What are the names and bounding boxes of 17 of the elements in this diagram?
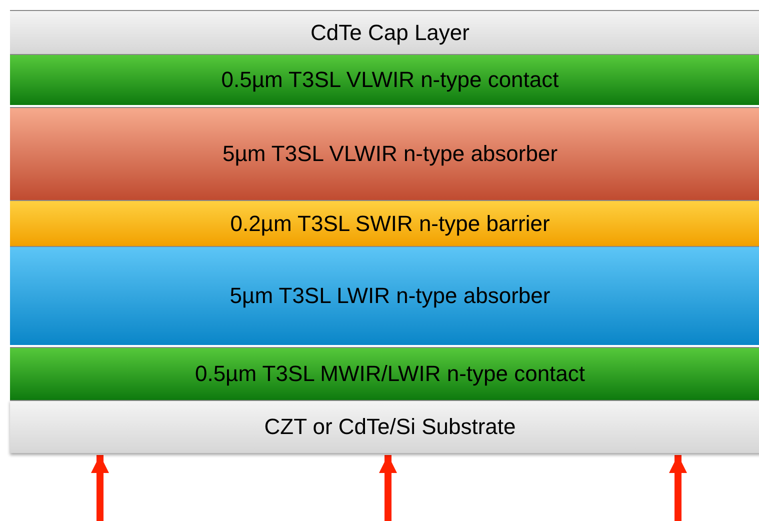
layer-band <box>10 347 759 400</box>
layer-band <box>10 54 759 105</box>
arrow <box>90 455 110 521</box>
layer-band <box>10 246 759 345</box>
layer-label: 5µm T3SL VLWIR n-type absorber <box>222 141 558 167</box>
layer-label: 0.5µm T3SL VLWIR n-type contact <box>221 67 559 93</box>
layer-band <box>10 400 759 453</box>
layer-band <box>10 107 759 200</box>
arrow <box>378 455 398 521</box>
layer-label: 0.2µm T3SL SWIR n-type barrier <box>230 210 550 236</box>
layer-label: CZT or CdTe/Si Substrate <box>264 414 516 440</box>
arrow <box>668 455 688 521</box>
layer-band <box>10 200 759 246</box>
layer-label: 5µm T3SL LWIR n-type absorber <box>230 283 550 309</box>
layer-label: CdTe Cap Layer <box>310 20 470 46</box>
layer-label: 0.5µm T3SL MWIR/LWIR n-type contact <box>194 361 586 387</box>
layer-band <box>10 10 759 54</box>
